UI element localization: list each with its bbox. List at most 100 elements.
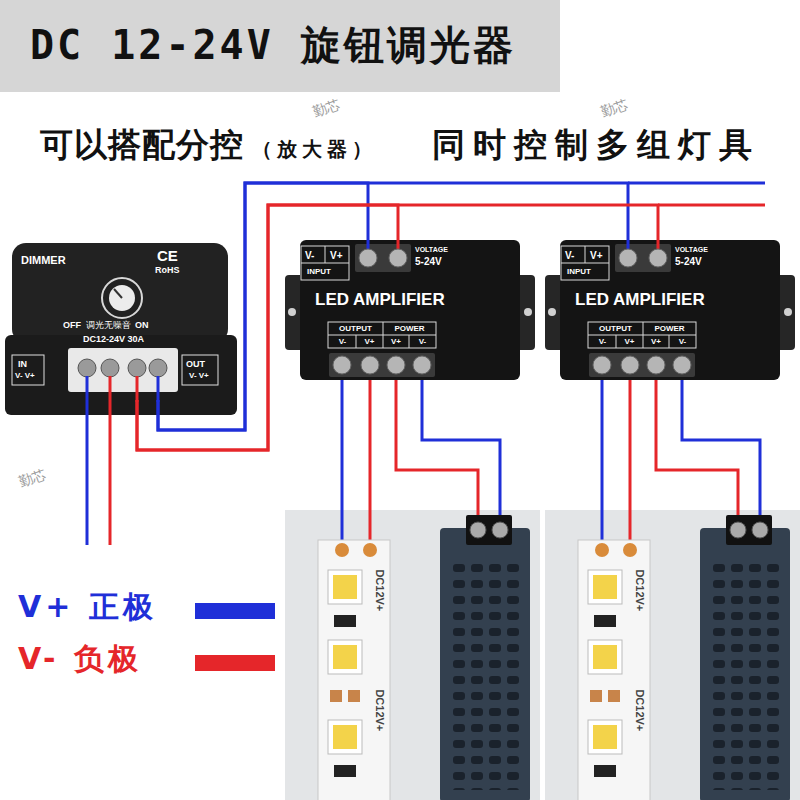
terminal-screw: [470, 522, 486, 538]
led-phosphor: [333, 645, 357, 669]
power-supply: [440, 528, 530, 800]
frame-rule: [588, 335, 696, 336]
strip-marking: DC12V+: [634, 689, 647, 731]
led-chip: [328, 570, 362, 604]
knob: [109, 285, 135, 311]
terminal-screw: [128, 359, 146, 377]
terminal-screw: [389, 249, 407, 267]
supply-terminal: [726, 515, 772, 545]
knob-label: 调光无噪音: [86, 320, 131, 330]
input-frame: [301, 246, 349, 280]
subtitle-note: （放大器）: [252, 138, 377, 161]
table-heading: POWER: [643, 324, 696, 333]
power-wire: [682, 378, 760, 528]
voltage-label: 5-24V: [415, 256, 442, 268]
pin-label: V-: [305, 250, 314, 262]
copper-pad: [608, 690, 620, 702]
led-chip: [328, 640, 362, 674]
input-frame: [561, 246, 609, 280]
output-wire: [369, 378, 372, 548]
led-chip: [328, 720, 362, 754]
supply-grille: [450, 560, 522, 790]
pin-label: V- V+: [189, 371, 209, 380]
led-phosphor: [333, 725, 357, 749]
terminal-block: [615, 244, 671, 272]
solder-pad: [595, 543, 609, 557]
table-heading: OUTPUT: [328, 324, 383, 333]
pin-label: V+: [616, 337, 643, 346]
output-wire: [629, 378, 632, 548]
frame-rule: [409, 335, 410, 348]
led-phosphor: [593, 575, 617, 599]
dimmer-body: [12, 243, 228, 343]
pin-label: V-: [329, 337, 356, 346]
cert-mark: RoHS: [155, 265, 180, 275]
out-frame: [182, 355, 218, 385]
mount-hole: [288, 308, 296, 316]
led-chip: [588, 570, 622, 604]
led-strip: [578, 540, 650, 800]
solder-pad: [363, 543, 377, 557]
amplifier-body: [300, 240, 520, 380]
power-wire: [422, 378, 500, 528]
cert-mark: CE: [157, 247, 178, 264]
amplifier-body: [560, 240, 780, 380]
terminal-screw: [149, 359, 167, 377]
solder-pad: [335, 543, 349, 557]
terminal-screw: [730, 522, 746, 538]
output-wire: [601, 378, 604, 548]
terminal-screw: [101, 359, 119, 377]
bus-wire: [658, 204, 765, 207]
mount-hole: [784, 308, 792, 316]
terminal-screw: [752, 522, 768, 538]
input-wire: [109, 376, 112, 545]
terminal-block: [68, 348, 178, 392]
strip-marking: DC12V+: [634, 569, 647, 611]
terminal-screw: [361, 356, 379, 374]
strip-marking: DC12V+: [374, 569, 387, 611]
subtitle-text: 可以搭配分控: [40, 126, 244, 164]
terminal-screw: [647, 356, 665, 374]
voltage-label: VOLTAGE: [675, 246, 708, 254]
terminal-block: [329, 353, 435, 377]
led-chip: [588, 640, 622, 674]
resistor: [334, 615, 356, 627]
pin-label: V-: [669, 337, 696, 346]
dimmer-panel: DIMMERCERoHSOFF调光无噪音ONDC12-24V 30AINV- V…: [5, 240, 237, 400]
led-phosphor: [333, 575, 357, 599]
amplifier-panel: V-V+INPUTVOLTAGE5-24VLED AMPLIFIEROUTPUT…: [545, 240, 795, 380]
frame-rule: [325, 246, 326, 263]
pin-label: V+: [330, 250, 343, 262]
strip-and-supply: [318, 515, 530, 800]
terminal-label: OUT: [186, 359, 205, 369]
legend-swatch: [195, 655, 275, 671]
amplifier-housing: [285, 240, 535, 380]
resistor: [594, 765, 616, 777]
knob-ring: [102, 278, 142, 318]
frame-rule: [616, 335, 617, 348]
legend-text: V+ 正极: [18, 590, 157, 625]
wire: [158, 183, 628, 430]
knob-pointer: [114, 289, 122, 298]
pin-label: V+: [590, 250, 603, 262]
supply-grille: [710, 560, 782, 790]
pin-label: V+: [643, 337, 669, 346]
terminal-screw: [492, 522, 508, 538]
led-chip: [588, 720, 622, 754]
supply-terminal: [466, 515, 512, 545]
terminal-screw: [593, 356, 611, 374]
subtitle-text: 同时控制多组灯具: [432, 126, 760, 164]
strip-and-supply: [578, 515, 790, 800]
title-text: DC 12-24V 旋钮调光器: [30, 22, 516, 68]
output-frame: [328, 322, 436, 348]
terminal-screw: [619, 249, 637, 267]
output-frame: [588, 322, 696, 348]
terminal-screw: [649, 249, 667, 267]
wire: [137, 205, 658, 450]
strip-marking: DC12V+: [374, 689, 387, 731]
led-phosphor: [593, 645, 617, 669]
output-stub: [157, 376, 160, 402]
terminal-screw: [387, 356, 405, 374]
resistor: [334, 765, 356, 777]
